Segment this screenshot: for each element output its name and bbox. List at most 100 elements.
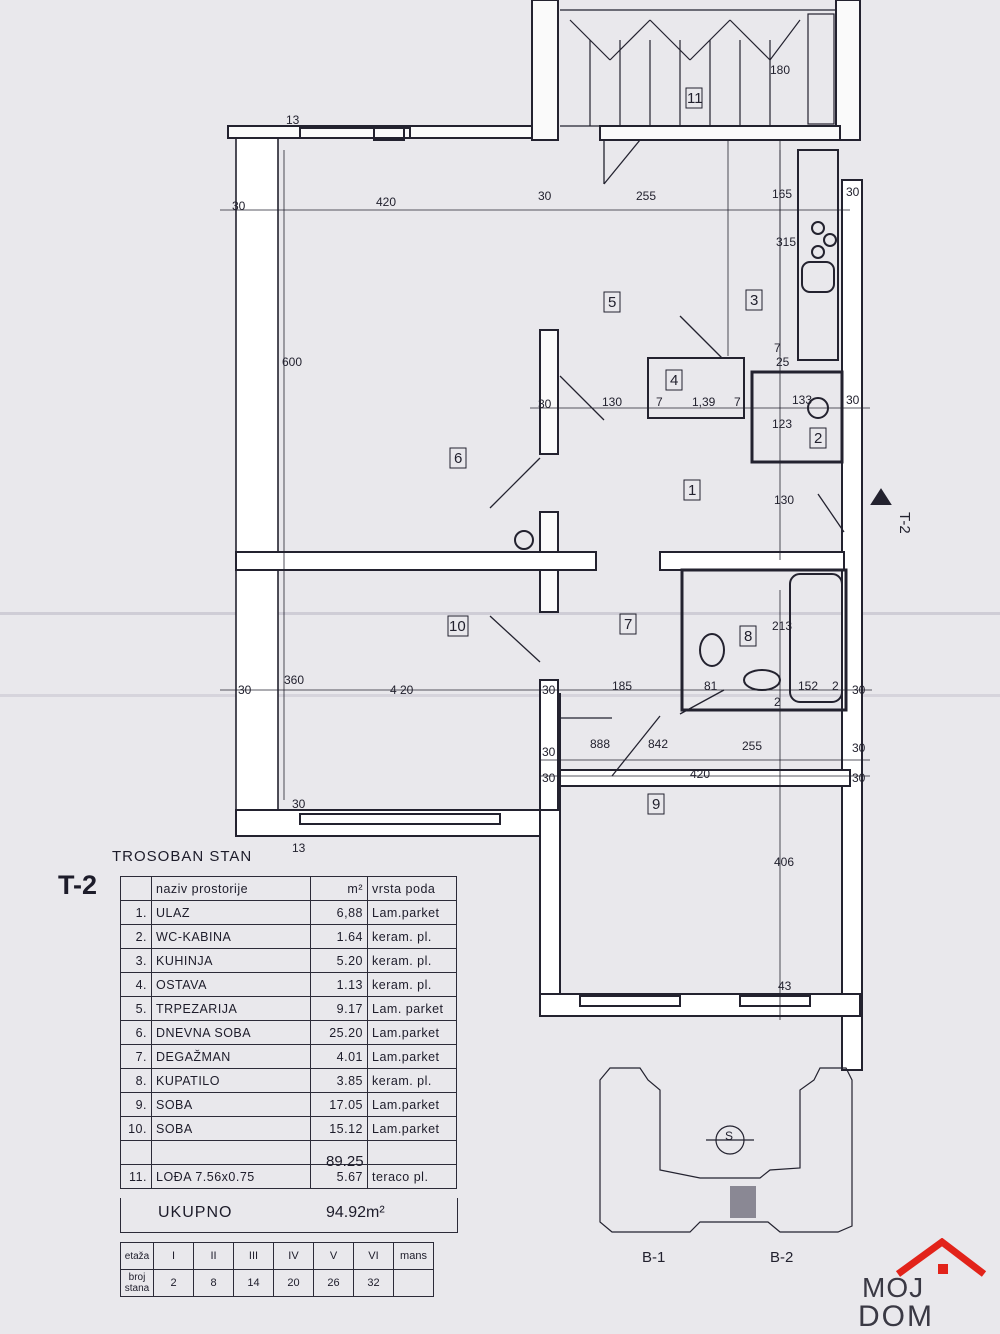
dim-label: 43 bbox=[778, 979, 792, 993]
total-label: UKUPNO bbox=[158, 1204, 233, 1221]
window bbox=[373, 125, 405, 141]
dim-label: 30 bbox=[852, 683, 866, 697]
apartment-position-marker bbox=[730, 1186, 756, 1218]
dim-label: 30 bbox=[232, 199, 246, 213]
column-symbol bbox=[514, 530, 534, 550]
kitchen-counter bbox=[797, 149, 839, 361]
stair-wall bbox=[531, 0, 559, 141]
window bbox=[299, 813, 501, 825]
section-mark: T-2 bbox=[896, 512, 913, 534]
window bbox=[739, 995, 811, 1007]
dim-label: 30 bbox=[852, 771, 866, 785]
table-header-row: naziv prostorije m² vrsta poda bbox=[120, 876, 457, 901]
loggia-wall bbox=[835, 0, 861, 141]
bathroom-outline bbox=[680, 568, 848, 712]
dimension-lines bbox=[220, 150, 872, 1020]
dim-label: 165 bbox=[772, 187, 792, 201]
paper-fold-line bbox=[0, 612, 1000, 615]
dim-label: 30 bbox=[542, 771, 556, 785]
header-area: m² bbox=[310, 876, 368, 901]
wall-living-dining bbox=[539, 329, 559, 455]
dim-label: 360 bbox=[284, 673, 304, 687]
bathroom-sink bbox=[743, 669, 781, 691]
watermark-logo: MOJ DOM bbox=[858, 1238, 988, 1333]
site-plan bbox=[599, 1067, 853, 1233]
dim-label: 30 bbox=[238, 683, 252, 697]
wall-living-room10 bbox=[235, 551, 597, 571]
bathtub bbox=[789, 573, 843, 703]
dim-label: 81 bbox=[704, 679, 718, 693]
north-wall-kitchen bbox=[599, 125, 841, 141]
dim-label: 130 bbox=[602, 395, 622, 409]
dim-label: 406 bbox=[774, 855, 794, 869]
dim-label: 888 bbox=[590, 737, 610, 751]
dim-label: 7 bbox=[656, 395, 663, 409]
house-roof-icon bbox=[895, 1238, 987, 1277]
area-subtotal: 89.25 bbox=[326, 1153, 364, 1170]
wall-room9-north bbox=[559, 769, 851, 787]
window bbox=[579, 995, 681, 1007]
dim-label: 30 bbox=[292, 797, 306, 811]
dim-label: 185 bbox=[612, 679, 632, 693]
dim-label: 842 bbox=[648, 737, 668, 751]
building-b2-label: B-2 bbox=[770, 1249, 793, 1266]
dim-label: 2 bbox=[832, 679, 839, 693]
room-label-4: 4 bbox=[670, 372, 678, 389]
wc-outline bbox=[750, 370, 844, 464]
dim-label: 180 bbox=[770, 63, 790, 77]
kitchen-sink bbox=[801, 261, 835, 293]
wall-room10-room9 bbox=[539, 679, 559, 811]
north-label: S bbox=[725, 1129, 733, 1143]
wall-hall-bath bbox=[659, 551, 845, 571]
section-arrow bbox=[870, 488, 892, 505]
dim-label: 1,39 bbox=[692, 395, 716, 409]
window bbox=[299, 127, 411, 139]
room-label-7: 7 bbox=[624, 616, 632, 633]
room-number-labels: 11 3 4 2 5 6 1 7 8 10 9 bbox=[447, 87, 827, 815]
stove-burner bbox=[811, 221, 825, 235]
dim-label: 420 bbox=[376, 195, 396, 209]
stove-burner bbox=[823, 233, 837, 247]
dim-label: 30 bbox=[846, 185, 860, 199]
dim-label: 13 bbox=[286, 113, 300, 127]
west-wall bbox=[235, 135, 279, 837]
stove-burner bbox=[811, 245, 825, 259]
room-label-2: 2 bbox=[814, 430, 822, 447]
dim-label: 130 bbox=[774, 493, 794, 507]
building-b1-label: B-1 bbox=[642, 1249, 665, 1266]
dim-label: 2 bbox=[774, 695, 781, 709]
dim-label: 25 bbox=[776, 355, 790, 369]
dim-label: 420 bbox=[690, 767, 710, 781]
bathroom-toilet bbox=[699, 633, 725, 667]
dim-label: 255 bbox=[636, 189, 656, 203]
dim-label: 4 20 bbox=[390, 683, 414, 697]
dim-label: 133 bbox=[792, 393, 812, 407]
dim-label: 255 bbox=[742, 739, 762, 753]
dim-label: 600 bbox=[282, 355, 302, 369]
room-label-5: 5 bbox=[608, 294, 616, 311]
dim-label: 123 bbox=[772, 417, 792, 431]
legend-unit-code: T-2 bbox=[58, 870, 98, 900]
dim-label: 13 bbox=[292, 841, 306, 855]
total-row: UKUPNO 94.92m² bbox=[120, 1198, 458, 1233]
room-label-9: 9 bbox=[652, 796, 660, 813]
storage-room-outline bbox=[647, 357, 745, 419]
legend-title: TROSOBAN STAN bbox=[112, 848, 253, 865]
dim-label: 7 bbox=[734, 395, 741, 409]
staircase bbox=[560, 9, 836, 127]
dim-label: 30 bbox=[542, 683, 556, 697]
dim-label: 30 bbox=[538, 397, 552, 411]
room-label-8: 8 bbox=[744, 628, 752, 645]
